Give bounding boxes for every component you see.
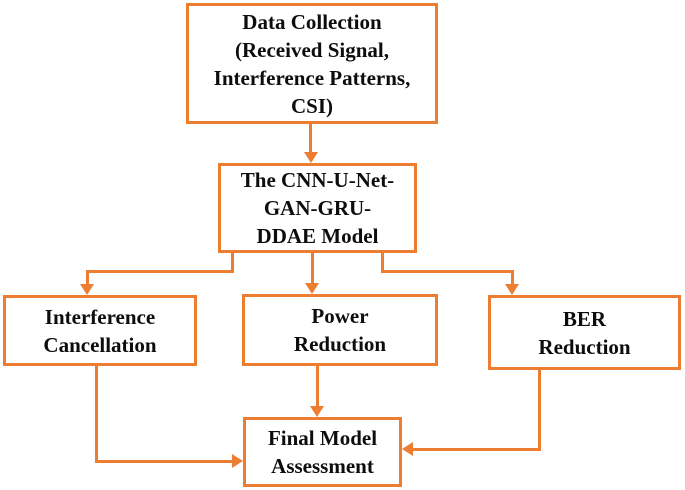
edge-ber-to-final-arrowhead-icon: [402, 442, 413, 456]
edge-power-to-final-line: [316, 366, 319, 407]
edge-interference-to-final-arrowhead-icon: [232, 454, 243, 468]
node-power-reduction: Power Reduction: [242, 294, 438, 366]
edge-data-to-model-line: [309, 124, 312, 154]
node-final-model-assessment: Final Model Assessment: [243, 417, 402, 487]
node-ber-reduction: BER Reduction: [488, 295, 681, 370]
edge-model-to-interference-arrowhead-icon: [80, 284, 94, 295]
edge-interference-to-final-line-v: [95, 366, 98, 463]
edge-model-to-ber-line-v2: [511, 270, 514, 286]
edge-ber-to-final-line-h: [411, 448, 541, 451]
edge-model-to-power-line: [311, 253, 314, 284]
edge-ber-to-final-line-v: [538, 370, 541, 451]
edge-data-to-model-arrowhead-icon: [304, 152, 318, 163]
edge-model-to-ber-line-v1: [381, 253, 384, 273]
node-interference-cancellation: Interference Cancellation: [3, 295, 197, 366]
edge-interference-to-final-line-h: [95, 460, 233, 463]
edge-model-to-ber-line-h: [381, 270, 514, 273]
edge-model-to-power-arrowhead-icon: [305, 283, 319, 294]
edge-model-to-interference-line-v1: [231, 253, 234, 273]
edge-model-to-ber-arrowhead-icon: [505, 284, 519, 295]
node-data-collection: Data Collection (Received Signal, Interf…: [186, 3, 438, 124]
edge-power-to-final-arrowhead-icon: [310, 406, 324, 417]
node-cnn-unet-gan-gru-ddae-model: The CNN-U-Net- GAN-GRU- DDAE Model: [218, 163, 417, 253]
edge-model-to-interference-line-v2: [86, 270, 89, 286]
edge-model-to-interference-line-h: [86, 270, 234, 273]
